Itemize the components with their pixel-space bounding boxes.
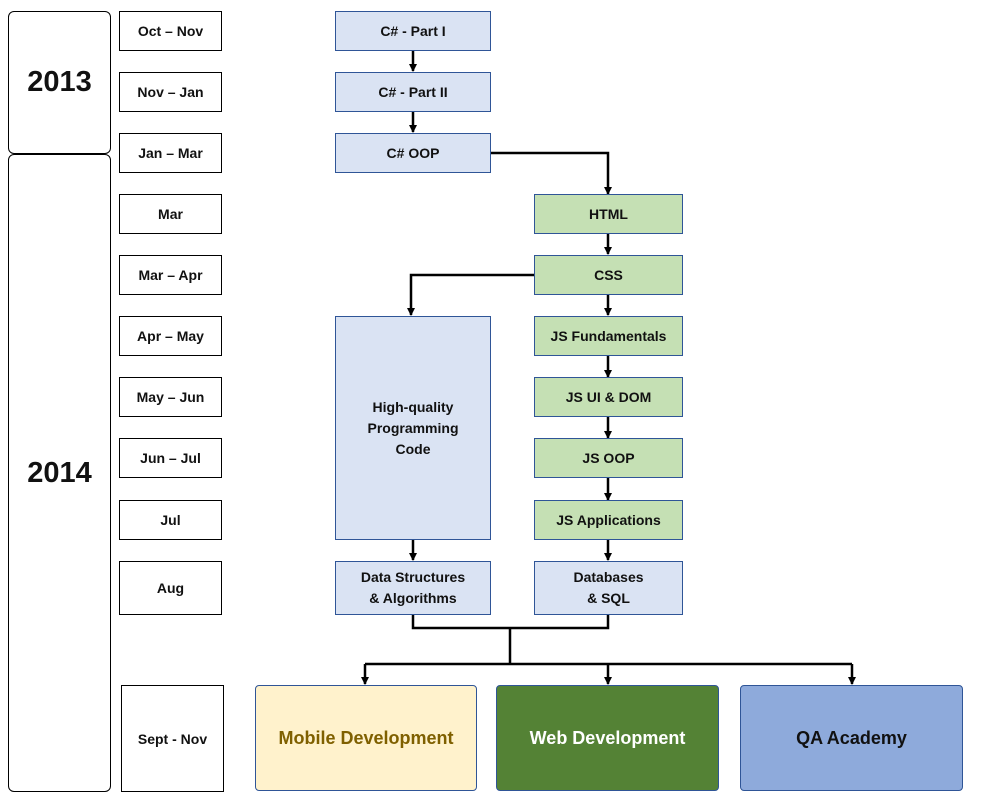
course-js-applications: JS Applications <box>534 500 683 540</box>
period-aug: Aug <box>119 561 222 615</box>
course-databases: Databases & SQL <box>534 561 683 615</box>
course-csharp-part2: C# - Part II <box>335 72 491 112</box>
course-js-ui-dom: JS UI & DOM <box>534 377 683 417</box>
period-may-jun: May – Jun <box>119 377 222 417</box>
merge-dsa <box>411 614 510 630</box>
period-oct-nov: Oct – Nov <box>119 11 222 51</box>
course-data-structures: Data Structures & Algorithms <box>335 561 491 615</box>
period-jul: Jul <box>119 500 222 540</box>
merge-db <box>510 614 610 630</box>
course-high-quality-code: High-quality Programming Code <box>335 316 491 540</box>
year-2014: 2014 <box>8 154 111 792</box>
period-mar-apr: Mar – Apr <box>119 255 222 295</box>
year-2013: 2013 <box>8 11 111 154</box>
track-qa-academy: QA Academy <box>740 685 963 791</box>
course-csharp-oop: C# OOP <box>335 133 491 173</box>
arrow-oop-to-html <box>491 151 612 195</box>
period-apr-may: Apr – May <box>119 316 222 356</box>
course-css: CSS <box>534 255 683 295</box>
period-mar: Mar <box>119 194 222 234</box>
track-mobile-development: Mobile Development <box>255 685 477 791</box>
period-sept-nov: Sept - Nov <box>121 685 224 792</box>
arrow-css-to-hqpc <box>407 273 534 316</box>
course-html: HTML <box>534 194 683 234</box>
track-web-development: Web Development <box>496 685 719 791</box>
course-js-oop: JS OOP <box>534 438 683 478</box>
period-jun-jul: Jun – Jul <box>119 438 222 478</box>
period-jan-mar: Jan – Mar <box>119 133 222 173</box>
course-csharp-part1: C# - Part I <box>335 11 491 51</box>
course-js-fundamentals: JS Fundamentals <box>534 316 683 356</box>
period-nov-jan: Nov – Jan <box>119 72 222 112</box>
